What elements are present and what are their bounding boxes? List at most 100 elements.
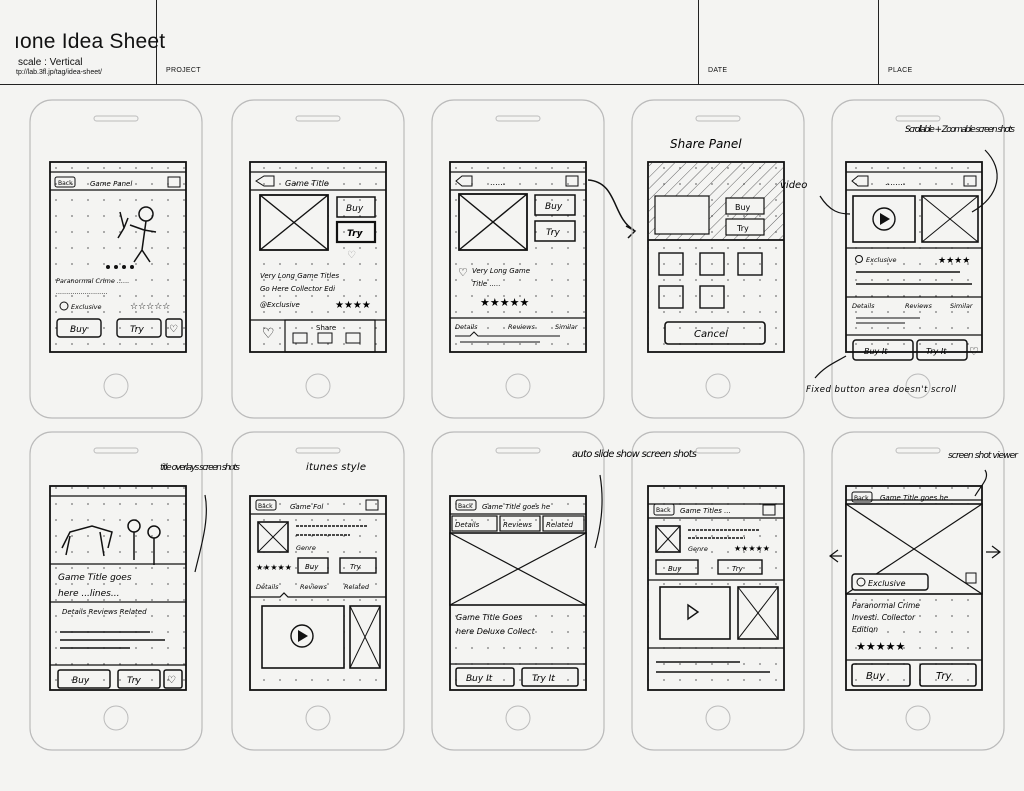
screenshot-placeholder — [349, 605, 381, 669]
buy-label: Buy It — [864, 347, 888, 356]
exclusive-badge — [851, 573, 929, 591]
tab-details-label: Details — [455, 521, 480, 529]
tab-similar: Similar — [555, 323, 579, 331]
rating-stars: ★★★★★ — [256, 563, 292, 572]
mail-icon — [292, 332, 308, 344]
note-itunes-style: itunes style — [306, 462, 366, 473]
share-icon — [965, 572, 977, 584]
rating-stars: ★★★★ — [335, 300, 371, 311]
tab-similar: Similar — [950, 302, 974, 310]
share-label: Share — [316, 324, 336, 332]
screen-frame — [49, 485, 187, 691]
phone-sketch-9: Back Game Titles ... Genre ★★★★★ Buy Try — [631, 431, 805, 751]
buy-button — [852, 339, 914, 361]
try-button — [335, 220, 377, 244]
tab-reviews: Reviews — [508, 323, 535, 331]
try-label: Try It — [926, 347, 947, 356]
note-screenshot-viewer: screen shot viewer — [948, 451, 1019, 461]
cancel-label: Cancel — [694, 329, 728, 340]
try-button — [116, 318, 162, 338]
buy-button — [455, 667, 515, 687]
try-button — [117, 669, 161, 689]
tab-details: Details — [455, 323, 478, 331]
phone-sketch-2: Game Title Buy Try ♡ Very Long Game Titl… — [231, 99, 405, 419]
heart-icon: ♡ — [169, 324, 178, 335]
buy-label: Buy — [72, 676, 90, 686]
twitter-icon — [737, 252, 763, 276]
back-button — [255, 175, 275, 187]
video-thumbnail — [852, 195, 916, 243]
buy-button — [57, 669, 111, 689]
back-button — [455, 175, 473, 187]
clipboard-icon — [699, 285, 725, 309]
mail-icon — [658, 252, 684, 276]
header-divider — [156, 0, 157, 84]
heart-icon: ♡ — [262, 326, 275, 342]
try-button — [521, 667, 579, 687]
header-divider — [878, 0, 879, 84]
try-button — [534, 220, 576, 242]
phone-sketch-8: auto slide show screen shots Back Game T… — [431, 431, 697, 751]
try-label: Try — [736, 224, 749, 233]
tab-bar: Details Reviews Related — [62, 608, 147, 616]
tab-details: Details — [852, 302, 875, 310]
screen-frame — [845, 161, 983, 353]
buy-button — [851, 663, 911, 687]
try-label: Try — [130, 325, 144, 335]
tab-reviews: Reviews — [300, 583, 327, 591]
back-button — [653, 503, 675, 516]
back-label: Back — [258, 503, 273, 510]
phone-sketch-3: ...... Buy Try ♡ Very Long Game Title ..… — [431, 99, 605, 419]
cancel-button — [664, 321, 766, 345]
search-icon — [699, 252, 725, 276]
title-line: Game Title Goes — [456, 613, 522, 622]
note-auto-slide: auto slide show screen shots — [572, 449, 697, 460]
try-label: Try — [350, 563, 362, 571]
screen-title: Game Title goes he — [880, 494, 948, 502]
facebook-icon — [317, 332, 333, 344]
genre-label: Genre — [296, 544, 316, 552]
arrow-head — [625, 225, 637, 239]
title-line: Very Long Game — [472, 267, 530, 275]
title-overlay-line: here ...lines... — [58, 589, 119, 599]
screenshot-placeholder — [737, 586, 779, 640]
phone-sketch-5: Scrollable + Zoomable screen shots video… — [780, 99, 1015, 419]
back-button — [851, 491, 873, 503]
place-label: PLACE — [888, 67, 913, 74]
screen-title: Game Titles ... — [680, 507, 731, 515]
arrow-right-icon — [986, 545, 1001, 559]
project-label: PROJECT — [166, 67, 201, 74]
title-line: Investi. Collector — [852, 613, 916, 622]
screen-title: ...... — [490, 178, 505, 187]
buy-label: Buy — [668, 565, 682, 573]
buy-label: Buy It — [466, 674, 493, 684]
arrow-left-icon — [829, 549, 842, 563]
phone-sketch-6: title overlays screen shots Game Title g… — [29, 431, 240, 751]
sheet-header: ıone Idea Sheet scale : Vertical tp://la… — [0, 0, 1024, 85]
rating-stars: ★★★★★ — [856, 640, 905, 653]
date-label: DATE — [708, 67, 728, 74]
cover-image-placeholder — [257, 521, 289, 553]
screen-title: Game Title goes he — [482, 503, 550, 511]
buy-label: Buy — [346, 204, 364, 214]
favorite-button — [165, 318, 183, 338]
buy-label: Buy — [735, 203, 751, 212]
note-share-panel: Share Panel — [670, 137, 742, 151]
video-thumbnail — [659, 586, 731, 640]
heart-icon: ♡ — [458, 266, 468, 279]
cover-image-placeholder — [655, 525, 681, 553]
back-label: Back — [656, 507, 671, 514]
phone-sketch-4: Share Panel Buy Try Cancel — [631, 99, 805, 419]
rating-stars: ★★★★★ — [480, 296, 529, 309]
note-title-overlays: title overlays screen shots — [160, 463, 240, 473]
back-button — [255, 499, 277, 511]
twitter-icon — [345, 332, 361, 344]
try-label: Try — [936, 671, 952, 682]
buy-button — [297, 557, 329, 574]
hero-artwork — [61, 519, 161, 565]
rating-stars: ☆☆☆☆☆ — [130, 302, 170, 312]
title-overlay-line: Game Title goes — [58, 573, 132, 583]
phone-sketch-7: itunes style Back Game Fol Genre ★★★★★ B… — [231, 431, 405, 751]
exclusive-icon — [856, 577, 866, 587]
share-icon — [565, 175, 579, 187]
